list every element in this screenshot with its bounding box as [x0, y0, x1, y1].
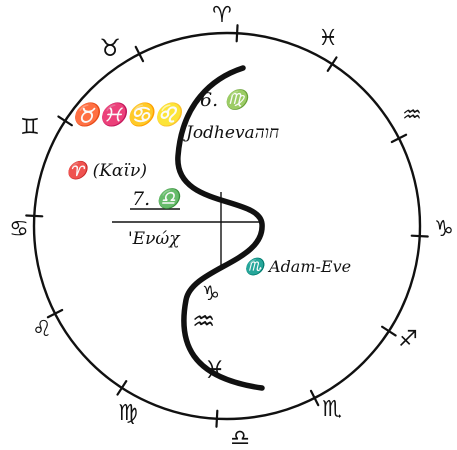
rim-tick [235, 24, 239, 43]
rim-sign-scorpio: ♏ [322, 397, 342, 422]
rim-sign-leo: ♌ [32, 317, 52, 342]
rim-tick [326, 56, 338, 72]
rim-tick [57, 115, 73, 127]
virgo-six-label: 6. ♍ [200, 88, 251, 111]
rim-sign-cancer: ♋ [9, 217, 29, 242]
rim-sign-pisces: ♓ [318, 26, 338, 51]
inner-aquarius: ♒ [192, 307, 215, 337]
serpent-curve [175, 65, 265, 391]
rim-tick [134, 45, 145, 63]
upper-sign-cluster: ♉♓♋♌ [72, 102, 186, 128]
rim-tick [381, 325, 397, 337]
rim-tick [46, 308, 64, 319]
rim-sign-gemini: ♊ [20, 115, 40, 140]
rim-sign-sagittarius: ♐ [398, 327, 418, 352]
rim-tick [116, 380, 128, 396]
seven-libra-label: 7. ♎ [132, 187, 183, 210]
rim-sign-capricorn: ♑ [434, 217, 454, 242]
rim-sign-libra: ♎ [230, 426, 250, 450]
inner-pisces: ♓ [204, 356, 226, 384]
rim-sign-taurus: ♉ [99, 34, 121, 62]
outer-circle [32, 31, 422, 421]
aries-kain-label: ♈ (Καϊν) [66, 160, 147, 181]
rim-sign-aquarius: ♒ [402, 103, 422, 128]
rim-ticks [25, 24, 429, 428]
rim-sign-aries: ♈ [212, 3, 232, 28]
rim-sign-virgo: ♍ [118, 401, 138, 426]
rim-tick [309, 389, 320, 407]
jodhevah-label: Jodhevaחוה [183, 123, 279, 143]
rim-tick [390, 133, 408, 144]
rim-tick [215, 409, 219, 428]
scorpio-adam-eve-label: ♏ Adam-Eve [244, 257, 351, 276]
rim-tick [25, 214, 44, 218]
enoch-label: 'Ενώχ [128, 229, 181, 249]
rim-tick [410, 234, 429, 238]
inner-capricorn: ♑ [202, 281, 220, 305]
